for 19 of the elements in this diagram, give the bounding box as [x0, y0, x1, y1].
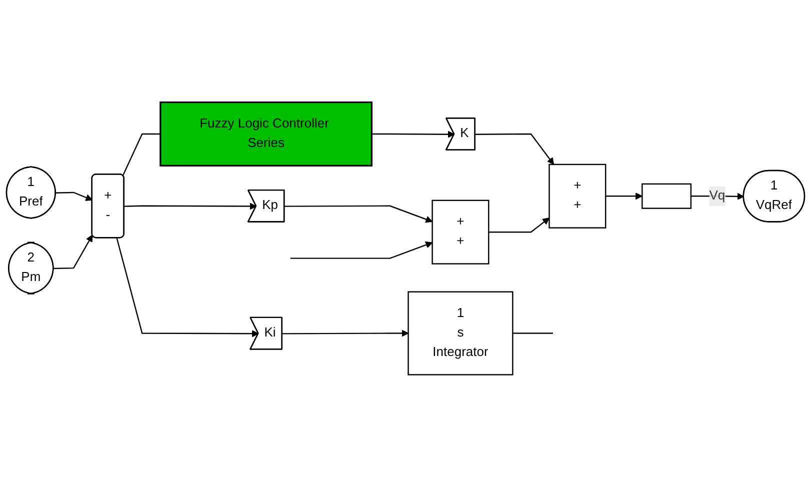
connector [122, 133, 160, 176]
arrow [606, 192, 642, 200]
arrow [56, 192, 93, 201]
arrow [488, 218, 550, 233]
connector [512, 332, 554, 334]
node-box: 1 s Integrator [408, 291, 514, 376]
node-box: + + [548, 164, 606, 228]
arrow [54, 234, 93, 270]
arrow [290, 241, 433, 259]
edge-label: Vq [709, 188, 726, 203]
node-box: Fuzzy Logic Controller Series [160, 101, 373, 166]
arrow [372, 130, 455, 138]
arrow [282, 330, 409, 337]
arrow [475, 133, 554, 165]
arrow [124, 202, 257, 210]
arrow [284, 205, 433, 223]
arrow [116, 238, 259, 338]
node-box [642, 183, 692, 209]
node-box: + + [432, 200, 490, 264]
